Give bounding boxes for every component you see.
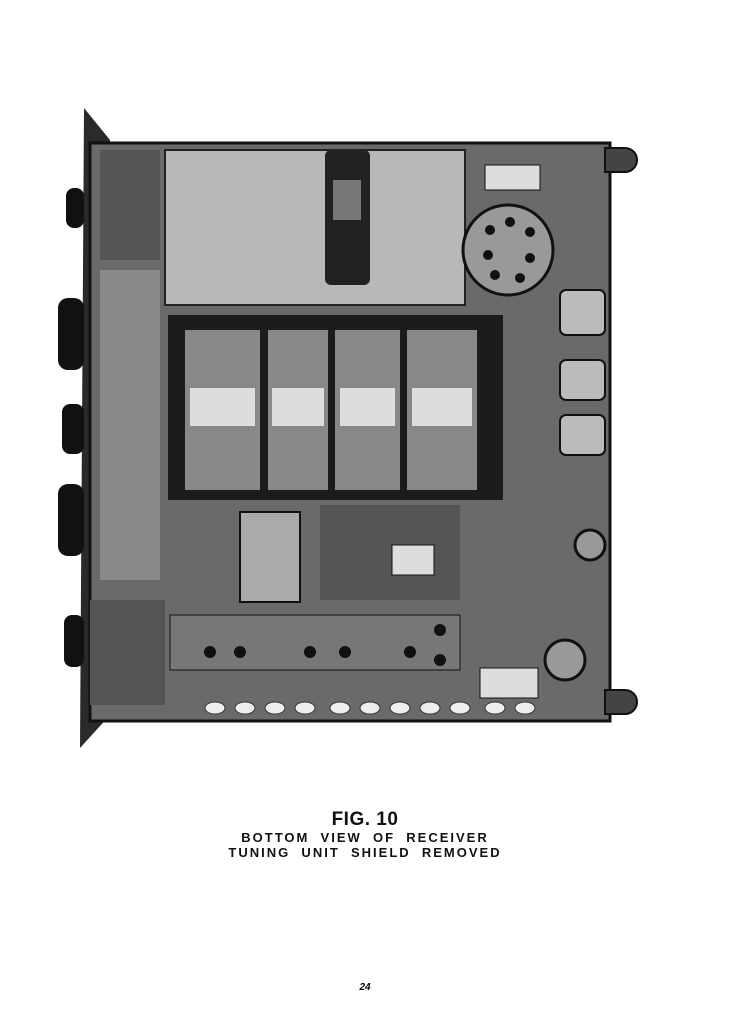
figure-caption-line-1: BOTTOM VIEW OF RECEIVER (241, 830, 489, 845)
page-number: 24 (359, 982, 371, 993)
figure-label: FIG. 10 (331, 809, 399, 830)
shield-can (239, 511, 301, 603)
receiver-chassis-photo (58, 108, 638, 748)
tuning-gang (168, 315, 503, 500)
figure-caption-line-2: TUNING UNIT SHIELD REMOVED (228, 845, 502, 860)
control-knobs (58, 188, 84, 667)
